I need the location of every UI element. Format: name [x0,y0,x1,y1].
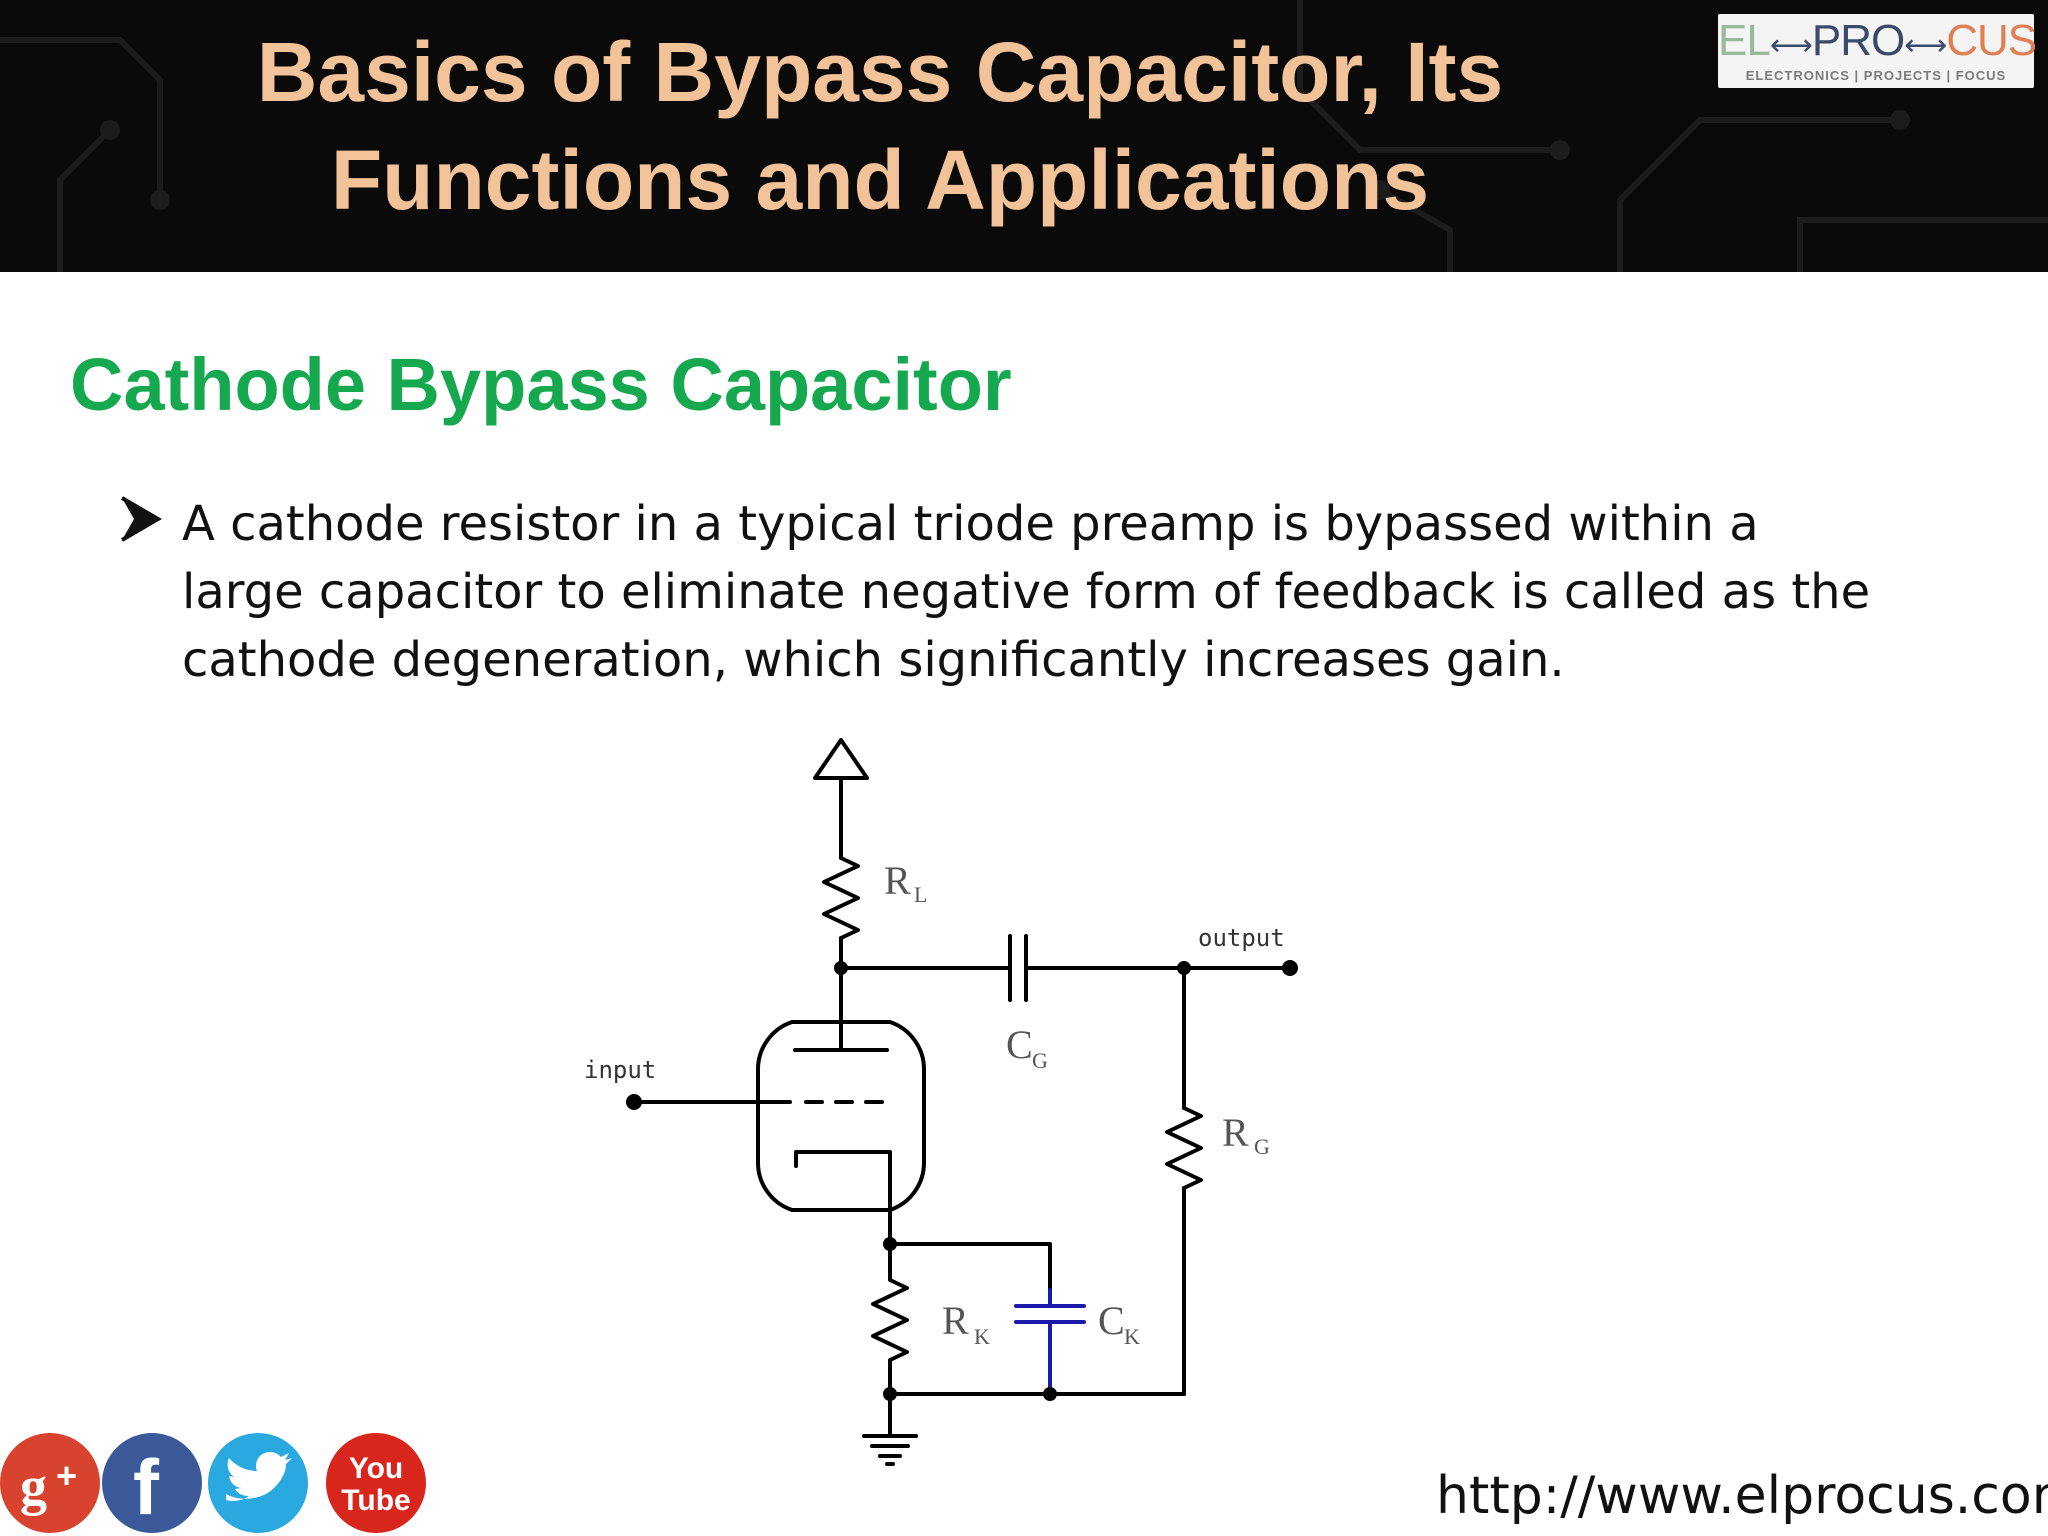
bullet-text: A cathode resistor in a typical triode p… [182,496,1871,688]
label-input: input [584,1056,656,1084]
logo-el: EL [1718,16,1771,65]
label-cg-sub: G [1032,1048,1048,1073]
logo-arrow-right: ⟷ [1904,29,1947,62]
logo-arrow-left: ⟷ [1769,29,1813,62]
bullet-arrow-icon [120,496,162,542]
svg-text:Tube: Tube [341,1484,410,1517]
svg-text:g: g [20,1456,47,1516]
pcb-background [0,0,2048,272]
capacitor-ck [1014,1288,1086,1396]
node-ck-bottom [1043,1387,1057,1401]
resistor-rl [822,856,860,940]
terminal-input [626,1094,642,1110]
page-title: Basics of Bypass Capacitor, Its Function… [140,18,1620,234]
social-icons: g + f You Tube [0,1433,426,1533]
node-output [1177,961,1191,975]
label-rg-sub: G [1254,1134,1270,1159]
terminal-output [1282,960,1298,976]
svg-text:You: You [349,1452,403,1485]
twitter-icon[interactable] [208,1433,308,1533]
label-ck: C [1098,1298,1125,1343]
label-output: output [1198,924,1285,952]
logo-wordmark: EL⟷PRO⟷CUS [1718,16,2037,71]
section-title: Cathode Bypass Capacitor [70,343,1012,426]
logo-cus: CUS [1946,16,2037,65]
facebook-icon[interactable]: f [102,1433,202,1533]
google-plus-icon[interactable]: g + [0,1433,100,1533]
logo-tagline: ELECTRONICS | PROJECTS | FOCUS [1745,68,2007,83]
label-rk-sub: K [974,1324,990,1349]
label-ck-sub: K [1124,1324,1140,1349]
node-plate [834,961,848,975]
website-url[interactable]: http://www.elprocus.com/ [1436,1466,2048,1526]
resistor-rg [1165,1106,1203,1190]
elprocus-logo[interactable]: EL⟷PRO⟷CUS ELECTRONICS | PROJECTS | FOCU… [1718,14,2037,88]
node-cathode [883,1237,897,1251]
label-rl-sub: L [914,882,927,907]
label-rk: R [942,1298,969,1343]
title-line-1: Basics of Bypass Capacitor, Its [256,25,1504,119]
tube-cathode [794,1150,892,1246]
label-rl: R [884,858,911,903]
svg-text:f: f [133,1443,160,1531]
ground-symbol [862,1434,918,1466]
header-banner: Basics of Bypass Capacitor, Its Function… [0,0,2048,272]
label-rg: R [1222,1110,1249,1155]
youtube-icon[interactable]: You Tube [326,1433,426,1533]
svg-text:+: + [56,1455,77,1496]
label-cg: C [1006,1022,1033,1067]
title-line-2: Functions and Applications [330,133,1430,227]
logo-pro: PRO [1811,16,1905,65]
b-plus-supply-symbol [813,738,869,780]
node-ground [883,1387,897,1401]
resistor-rk [871,1242,909,1396]
